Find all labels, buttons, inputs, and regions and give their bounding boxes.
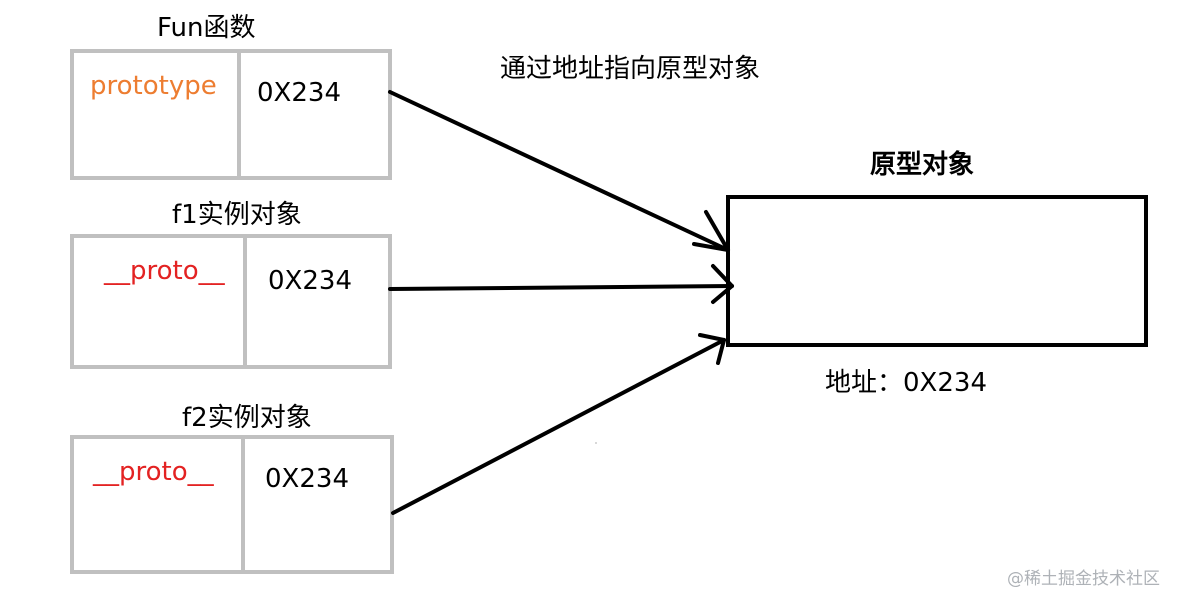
f2-proto-value: 0X234 xyxy=(265,464,349,494)
fun-prototype-value: 0X234 xyxy=(257,78,341,108)
f1-instance-title: f1实例对象 xyxy=(172,200,302,230)
watermark: @稀土掘金技术社区 xyxy=(1007,569,1160,589)
arrow-f2-to-prototype xyxy=(391,333,726,515)
prototype-object-box xyxy=(726,195,1148,347)
f1-instance-box xyxy=(70,234,392,369)
stray-dot xyxy=(595,442,597,444)
fun-prototype-label: prototype xyxy=(90,71,217,101)
f2-instance-box xyxy=(70,435,394,574)
arrow-f1-to-prototype xyxy=(388,264,734,304)
f1-proto-label: __proto__ xyxy=(104,256,225,286)
f1-proto-value: 0X234 xyxy=(268,266,352,296)
fun-function-box xyxy=(70,49,392,180)
arrow-caption: 通过地址指向原型对象 xyxy=(500,54,761,84)
arrow-fun-to-prototype xyxy=(388,90,730,252)
f2-proto-label: __proto__ xyxy=(93,457,214,487)
fun-function-title: Fun函数 xyxy=(157,13,256,43)
prototype-object-address: 地址：0X234 xyxy=(825,368,987,398)
prototype-object-title: 原型对象 xyxy=(870,150,975,180)
f2-instance-title: f2实例对象 xyxy=(182,403,312,433)
